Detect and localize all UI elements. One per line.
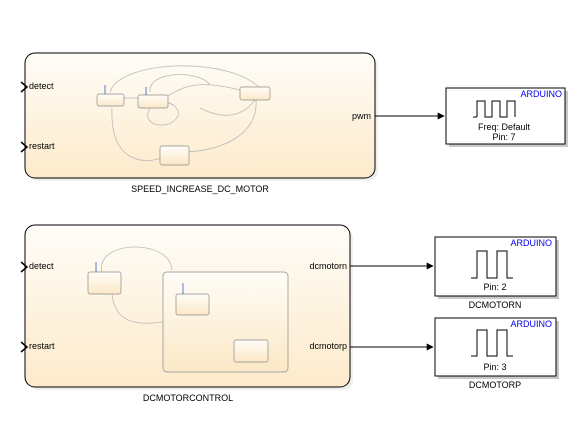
chart-name-label: DCMOTORCONTROL bbox=[143, 393, 233, 403]
arduino-dcmotorp-block[interactable]: ARDUINO Pin: 3 DCMOTORP bbox=[434, 317, 559, 390]
dcmotorn-block-name: DCMOTORN bbox=[469, 300, 522, 310]
pwm-freq-label: Freq: Default bbox=[478, 122, 531, 132]
port-label-detect: detect bbox=[29, 81, 54, 91]
digital-output-waveform-icon bbox=[471, 329, 513, 357]
arduino-brand-label: ARDUINO bbox=[510, 319, 552, 329]
port-label-pwm: pwm bbox=[352, 111, 371, 121]
state-boxes bbox=[87, 262, 289, 373]
dcmotorp-block-name: DCMOTORP bbox=[469, 380, 521, 390]
speed-increase-chart-block[interactable]: detect restart pwm SPEED_INCREASE_DC_MOT… bbox=[20, 52, 378, 194]
port-label-detect: detect bbox=[29, 261, 54, 271]
dcmotorn-pin-label: Pin: 2 bbox=[483, 282, 506, 292]
port-label-dcmotorn: dcmotorn bbox=[309, 261, 347, 271]
port-label-restart: restart bbox=[29, 141, 55, 151]
chart-thumbnail bbox=[109, 65, 263, 161]
input-port-icon[interactable] bbox=[20, 341, 29, 353]
input-port-icon[interactable] bbox=[20, 141, 29, 153]
chart-name-label: SPEED_INCREASE_DC_MOTOR bbox=[131, 184, 269, 194]
input-port-icon[interactable] bbox=[20, 261, 29, 273]
arduino-brand-label: ARDUINO bbox=[510, 238, 552, 248]
arduino-dcmotorn-block[interactable]: ARDUINO Pin: 2 DCMOTORN bbox=[434, 236, 559, 310]
arduino-pwm-block[interactable]: ARDUINO Freq: Default Pin: 7 bbox=[445, 87, 568, 147]
port-label-dcmotorp: dcmotorp bbox=[309, 341, 347, 351]
digital-output-waveform-icon bbox=[471, 250, 513, 279]
pwm-waveform-icon bbox=[476, 100, 516, 118]
dcmotorcontrol-chart-block[interactable]: detect restart dcmotorn dcmotorp DCMOTOR… bbox=[20, 224, 353, 403]
pwm-pin-label: Pin: 7 bbox=[492, 132, 515, 142]
state-boxes bbox=[96, 85, 271, 166]
port-label-restart: restart bbox=[29, 341, 55, 351]
input-port-icon[interactable] bbox=[20, 81, 29, 93]
arduino-brand-label: ARDUINO bbox=[520, 89, 562, 99]
dcmotorp-pin-label: Pin: 3 bbox=[483, 362, 506, 372]
